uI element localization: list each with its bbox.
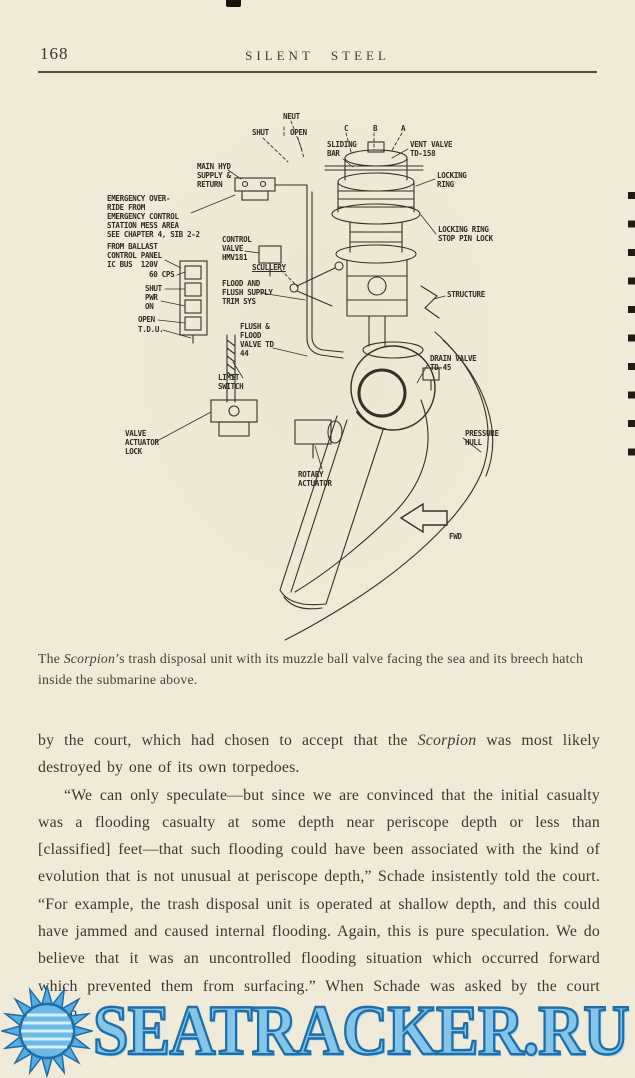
diagram-label: LOCKING RING xyxy=(437,171,467,189)
diagram-label: FWD xyxy=(449,532,462,541)
book-title: SILENT STEEL xyxy=(245,48,390,63)
body-text: by the court, which had chosen to accept… xyxy=(38,727,600,1027)
diagram-label: OPEN xyxy=(290,128,307,137)
diagram-label: PWR ON xyxy=(145,293,158,311)
sun-logo-icon xyxy=(1,985,93,1077)
header-rule xyxy=(38,71,597,73)
diagram-label: CONTROL VALVE HMV181 xyxy=(222,235,252,262)
text-run: The xyxy=(38,651,64,666)
diagram-label: SHUT xyxy=(252,128,269,137)
diagram-label: EMERGENCY OVER- RIDE FROM EMERGENCY CONT… xyxy=(107,194,200,239)
diagram-label: A xyxy=(401,124,406,133)
diagram-label: SHUT xyxy=(145,284,162,293)
diagram-label: T.D.U. xyxy=(138,325,164,334)
diagram-line-art xyxy=(156,120,494,641)
diagram-label: DRAIN VALVE TD-45 xyxy=(430,354,477,372)
diagram-label: VENT VALVE TD-158 xyxy=(410,140,453,158)
text-run: was most likely destroyed by one of its … xyxy=(38,732,600,777)
diagram-label: FROM BALLAST CONTROL PANEL IC BUS 120V xyxy=(107,242,162,269)
diagram-label: SLIDING BAR xyxy=(327,140,357,158)
page-number: 168 xyxy=(40,44,69,63)
text-run: “We can only speculate—but since we are … xyxy=(38,786,600,1022)
diagram-label: STRUCTURE xyxy=(447,290,485,299)
technical-diagram: NEUT SHUT OPEN C B A SLIDING BAR VENT VALVE TD-… xyxy=(85,100,545,648)
paragraph: “We can only speculate—but since we are … xyxy=(38,782,600,1028)
diagram-label: VALVE ACTUATOR LOCK xyxy=(125,429,159,456)
scan-artifact-top xyxy=(226,0,241,7)
scan-artifact-edge xyxy=(628,192,635,474)
diagram-label: FLUSH & FLOOD VALVE TD 44 xyxy=(240,322,274,358)
text-run: by the court, which had chosen to accept… xyxy=(38,732,418,749)
diagram-label: ROTARY ACTUATOR xyxy=(298,470,332,488)
diagram-label: PRESSURE HULL xyxy=(465,429,499,447)
watermark: SEATRACKER.RU xyxy=(0,984,635,1078)
diagram-label: B xyxy=(373,124,378,133)
diagram-label: SCULLERY xyxy=(252,263,286,272)
diagram-label: LIMIT SWITCH xyxy=(218,373,244,391)
diagram-label: LOCKING RING STOP PIN LOCK xyxy=(438,225,493,243)
diagram-label: OPEN xyxy=(138,315,155,324)
watermark-text: SEATRACKER.RU xyxy=(92,991,631,1072)
diagram-label: FLOOD AND FLUSH SUPPLY TRIM SYS xyxy=(222,279,273,306)
paragraph: by the court, which had chosen to accept… xyxy=(38,727,600,782)
diagram-label: C xyxy=(344,124,349,133)
text-run: ’s trash disposal unit with its muzzle b… xyxy=(38,651,584,687)
italic-text: Scorpion xyxy=(417,732,477,749)
diagram-label: MAIN HYD SUPPLY & RETURN xyxy=(197,162,231,189)
caption: The Scorpion’s trash disposal unit with … xyxy=(38,648,598,690)
diagram-label: NEUT xyxy=(283,112,300,121)
diagram-label: 60 CPS xyxy=(149,270,175,279)
italic-text: Scorpion xyxy=(63,651,116,666)
